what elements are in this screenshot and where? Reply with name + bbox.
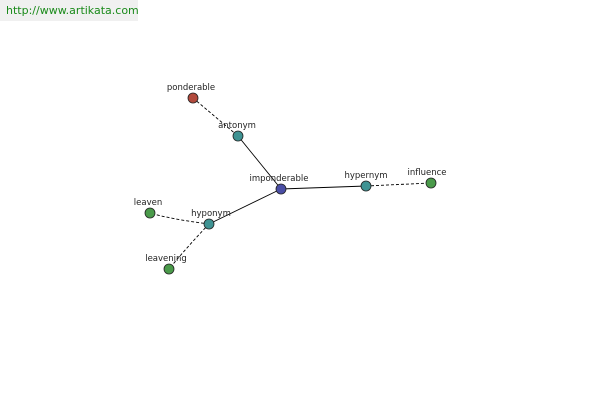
node-hypernym[interactable] <box>360 180 372 192</box>
node-ponderable[interactable] <box>187 92 199 104</box>
node-label-hyponym[interactable]: hyponym <box>191 209 231 219</box>
node-imponderable[interactable] <box>275 183 287 195</box>
node-label-imponderable[interactable]: imponderable <box>250 174 309 184</box>
node-label-hypernym[interactable]: hypernym <box>344 171 387 181</box>
node-label-leaven[interactable]: leaven <box>134 198 162 208</box>
edge-imponderable-hyponym <box>208 188 282 225</box>
edge-antonym-imponderable <box>237 135 282 190</box>
node-label-antonym[interactable]: antonym <box>218 121 256 131</box>
node-label-influence[interactable]: influence <box>407 168 446 178</box>
node-leaven[interactable] <box>144 207 156 219</box>
node-antonym[interactable] <box>232 130 244 142</box>
source-bar: http://www.artikata.com <box>0 0 139 21</box>
source-link[interactable]: http://www.artikata.com <box>6 4 139 17</box>
node-label-ponderable[interactable]: ponderable <box>167 83 215 93</box>
edge-hypernym-influence <box>365 182 432 187</box>
labels-layer: ponderable antonym imponderable hypernym inf… <box>134 83 447 264</box>
node-label-leavening[interactable]: leavening <box>145 254 187 264</box>
nodes-layer <box>144 92 437 275</box>
edge-imponderable-hypernym <box>280 185 367 190</box>
node-influence[interactable] <box>425 177 437 189</box>
node-hyponym[interactable] <box>203 218 215 230</box>
node-leavening[interactable] <box>163 263 175 275</box>
